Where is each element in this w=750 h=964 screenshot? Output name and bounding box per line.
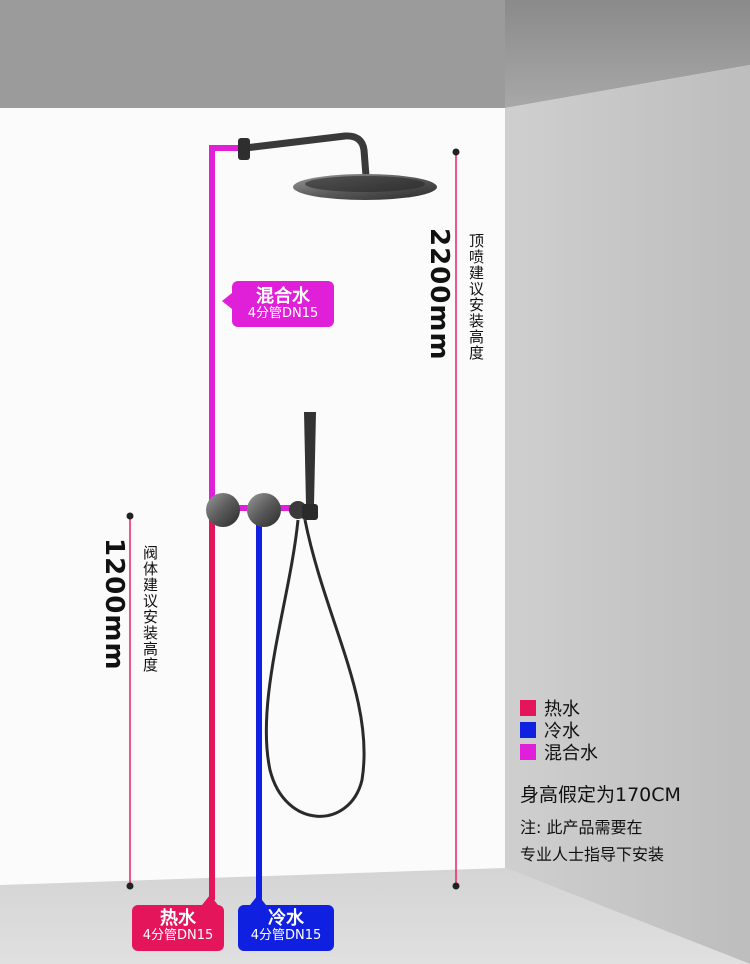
valve-height-bottom-dot: [126, 882, 134, 890]
hot-water-tag-label: 热水: [160, 908, 196, 929]
shower-head-nozzles: [305, 176, 425, 192]
shower-height-top-dot: [452, 148, 460, 156]
hot-water-tag: 热水 4分管DN15: [132, 895, 224, 951]
legend-label-cold: 冷水: [544, 721, 580, 742]
shower-hose: [264, 519, 366, 818]
legend-item-cold: 冷水: [520, 719, 598, 742]
legend-swatch-mixed: [520, 744, 536, 760]
hand-shower: [304, 412, 316, 505]
shower-height-bottom-dot: [452, 882, 460, 890]
wall-flange: [238, 138, 250, 160]
mixed-water-tag-label: 混合水: [256, 286, 310, 307]
ceiling-right: [0, 0, 750, 108]
shower-height-desc: 顶喷建议安装高度: [467, 233, 485, 361]
valve-height-desc: 阀体建议安装高度: [141, 545, 159, 673]
legend-swatch-cold: [520, 722, 536, 738]
mixed-water-tag-spec: 4分管DN15: [247, 305, 319, 321]
cold-water-tag-label: 冷水: [268, 908, 304, 929]
legend-item-mixed: 混合水: [520, 741, 598, 764]
cold-valve-knob: [247, 493, 281, 527]
ceiling: [0, 0, 505, 108]
valve-height-value: 1200mm: [99, 538, 129, 671]
hot-water-tag-spec: 4分管DN15: [142, 927, 214, 943]
side-wall: [505, 65, 750, 964]
valve-height-top-dot: [126, 512, 134, 520]
assumed-height-note: 身高假定为170CM: [520, 784, 681, 806]
cold-water-tag-spec: 4分管DN15: [250, 927, 322, 943]
shower-arm: [241, 132, 370, 180]
shower-height-value: 2200mm: [424, 228, 454, 361]
cold-water-tag: 冷水 4分管DN15: [238, 895, 334, 951]
legend-label-mixed: 混合水: [544, 743, 598, 764]
install-note-line-1: 注: 此产品需要在: [520, 818, 643, 837]
install-note-line-2: 专业人士指导下安装: [520, 845, 665, 864]
hand-shower-holder: [302, 504, 318, 520]
legend-label-hot: 热水: [544, 699, 580, 720]
pipe-legend: 热水 冷水 混合水: [520, 697, 598, 764]
mixed-water-tag: 混合水 4分管DN15: [222, 281, 334, 327]
legend-swatch-hot: [520, 700, 536, 716]
legend-item-hot: 热水: [520, 697, 598, 720]
hot-valve-knob: [206, 493, 240, 527]
